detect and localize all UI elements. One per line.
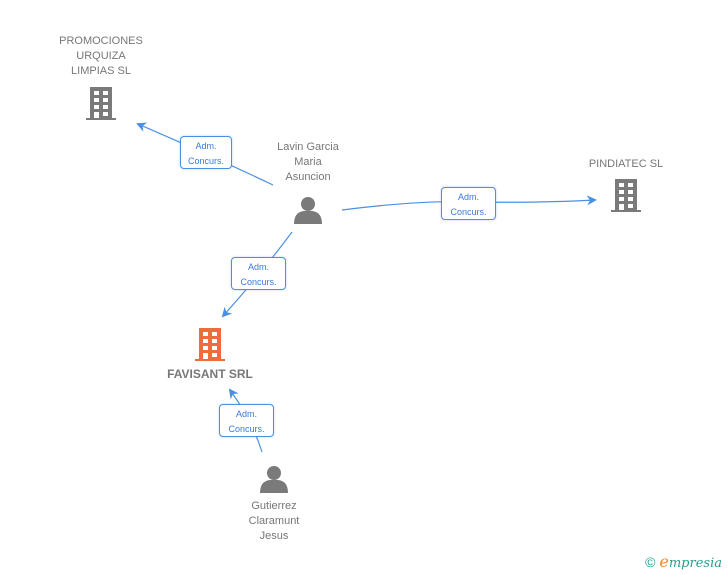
node-promociones-urquiza-limpias[interactable]: PROMOCIONES URQUIZA LIMPIAS SL — [55, 34, 147, 121]
building-icon — [611, 179, 641, 212]
role-line-2: Concurs. — [228, 424, 265, 434]
building-icon — [86, 87, 116, 120]
copyright-icon: © — [645, 554, 656, 570]
empresia-brand[interactable]: ©empresia — [645, 552, 722, 571]
node-pindiatec[interactable]: PINDIATEC SL — [580, 157, 672, 213]
edge-label-lavin-promociones[interactable]: Adm. Concurs. — [180, 136, 232, 169]
person-name: Lavin Garcia Maria Asuncion — [277, 141, 339, 183]
building-icon — [195, 328, 225, 361]
edge-label-lavin-pindiatec[interactable]: Adm. Concurs. — [441, 187, 496, 220]
empresia-logo: empresia — [659, 552, 722, 571]
node-gutierrez-claramunt-jesus[interactable]: Gutierrez Claramunt Jesus — [228, 464, 320, 544]
company-name: FAVISANT SRL — [167, 367, 253, 381]
role-line-1: Adm. — [247, 262, 269, 272]
role-line-1: Adm. — [195, 141, 217, 151]
edge-label-gutierrez-favisant[interactable]: Adm. Concurs. — [219, 404, 274, 437]
role-line-1: Adm. — [235, 409, 257, 419]
company-name: PROMOCIONES URQUIZA LIMPIAS SL — [59, 35, 143, 77]
edge-label-lavin-favisant[interactable]: Adm. Concurs. — [231, 257, 286, 290]
role-line-2: Concurs. — [187, 156, 224, 166]
role-line-2: Concurs. — [450, 207, 487, 217]
person-icon — [260, 466, 288, 493]
company-name: PINDIATEC SL — [588, 158, 664, 170]
node-favisant[interactable]: FAVISANT SRL — [160, 326, 260, 382]
person-name: Gutierrez Claramunt Jesus — [248, 500, 300, 542]
node-lavin-garcia-maria-asuncion[interactable]: Lavin Garcia Maria Asuncion — [262, 140, 354, 225]
role-line-1: Adm. — [457, 192, 479, 202]
role-line-2: Concurs. — [240, 277, 277, 287]
person-icon — [294, 197, 322, 224]
